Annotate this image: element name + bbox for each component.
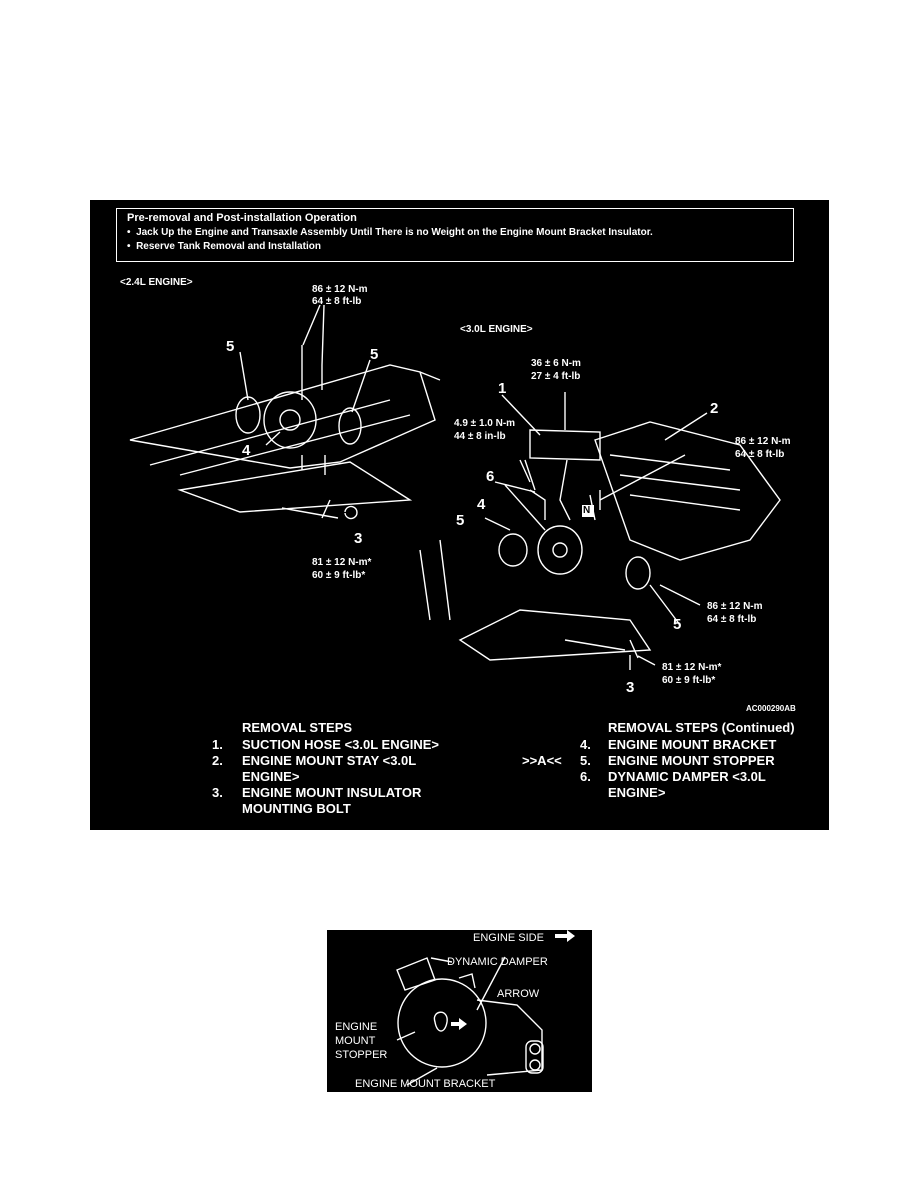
n-marker: N <box>583 505 591 516</box>
stopper-orientation-inset: ENGINE SIDE DYNAMIC DAMPER ARROW ENGINE … <box>327 930 592 1092</box>
callout-30-3: 3 <box>626 679 635 696</box>
step-2-cont: ENGINE> <box>242 769 300 784</box>
inset-dynamic-damper: DYNAMIC DAMPER <box>447 956 548 968</box>
step-4-text: ENGINE MOUNT BRACKET <box>608 737 777 752</box>
engine-24-heading: <2.4L ENGINE> <box>120 277 193 288</box>
removal-steps-heading: REMOVAL STEPS <box>242 720 353 735</box>
removal-steps-continued-heading: REMOVAL STEPS (Continued) <box>608 720 795 735</box>
inset-engine-side: ENGINE SIDE <box>473 932 544 944</box>
callout-24-5-right: 5 <box>370 346 379 363</box>
step-3-num: 3. <box>212 785 223 800</box>
step-5-prefix: >>A<< <box>522 753 562 768</box>
step-2-num: 2. <box>212 753 223 768</box>
operation-bullet-1: • Jack Up the Engine and Transaxle Assem… <box>127 227 653 238</box>
step-3-cont: MOUNTING BOLT <box>242 801 351 816</box>
engine-30-heading: <3.0L ENGINE> <box>460 324 533 335</box>
inset-stopper-line-2: MOUNT <box>335 1035 376 1047</box>
step-5-text: ENGINE MOUNT STOPPER <box>608 753 775 768</box>
operation-bullet-2-text: Reserve Tank Removal and Installation <box>136 241 321 252</box>
step-6-text: DYNAMIC DAMPER <3.0L <box>608 769 766 784</box>
operation-bullet-2: • Reserve Tank Removal and Installation <box>127 241 321 252</box>
callout-30-6: 6 <box>486 468 495 485</box>
arrow-icon <box>451 1018 467 1030</box>
torque-24-top-nm: 86 ± 12 N-m <box>312 284 368 295</box>
operation-box: Pre-removal and Post-installation Operat… <box>116 208 794 262</box>
torque-24-top-ftlb: 64 ± 8 ft-lb <box>312 296 362 307</box>
torque-30-right-top-nm: 86 ± 12 N-m <box>735 436 791 447</box>
torque-30-right-bottom-nm: 86 ± 12 N-m <box>707 601 763 612</box>
inset-stopper-line-3: STOPPER <box>335 1049 388 1061</box>
callout-30-5-left: 5 <box>456 512 465 529</box>
callout-30-2: 2 <box>710 400 719 417</box>
step-5-num: 5. <box>580 753 591 768</box>
torque-30-right-bottom-ftlb: 64 ± 8 ft-lb <box>707 614 757 625</box>
engine-mount-drawing <box>129 304 781 670</box>
inset-stopper-line-1: ENGINE <box>335 1021 378 1033</box>
engine-side-arrow-icon <box>555 930 575 942</box>
step-3-text: ENGINE MOUNT INSULATOR <box>242 785 422 800</box>
callout-30-5-right: 5 <box>673 616 682 633</box>
inset-bracket-label: ENGINE MOUNT BRACKET <box>355 1078 496 1090</box>
torque-30-top-ftlb: 27 ± 4 ft-lb <box>531 371 581 382</box>
torque-30-left-inlb: 44 ± 8 in-lb <box>454 431 506 442</box>
callout-24-3: 3 <box>354 530 363 547</box>
inset-arrow-label: ARROW <box>497 988 540 1000</box>
operation-bullet-1-text: Jack Up the Engine and Transaxle Assembl… <box>136 227 653 238</box>
operation-title: Pre-removal and Post-installation Operat… <box>127 212 357 224</box>
step-4-num: 4. <box>580 737 591 752</box>
step-1-num: 1. <box>212 737 223 752</box>
removal-diagram-panel: Pre-removal and Post-installation Operat… <box>90 200 829 830</box>
torque-30-left-nm: 4.9 ± 1.0 N-m <box>454 418 516 429</box>
torque-24-bottom-ftlb: 60 ± 9 ft-lb* <box>312 570 366 581</box>
n-marker-box <box>582 505 594 517</box>
step-6-cont: ENGINE> <box>608 785 666 800</box>
torque-30-bottom-ftlb: 60 ± 9 ft-lb* <box>662 675 716 686</box>
torque-24-bottom-nm: 81 ± 12 N-m* <box>312 557 372 568</box>
step-1-text: SUCTION HOSE <3.0L ENGINE> <box>242 737 439 752</box>
torque-30-bottom-nm: 81 ± 12 N-m* <box>662 662 722 673</box>
torque-30-top-nm: 36 ± 6 N-m <box>531 358 581 369</box>
callout-24-4: 4 <box>242 442 251 459</box>
callout-30-4: 4 <box>477 496 486 513</box>
figure-code: AC000290AB <box>746 704 796 713</box>
torque-30-right-top-ftlb: 64 ± 8 ft-lb <box>735 449 785 460</box>
callout-30-1: 1 <box>498 380 507 397</box>
step-6-num: 6. <box>580 769 591 784</box>
stopper-orientation-drawing <box>396 930 575 1086</box>
callout-24-5-left: 5 <box>226 338 235 355</box>
step-2-text: ENGINE MOUNT STAY <3.0L <box>242 753 417 768</box>
